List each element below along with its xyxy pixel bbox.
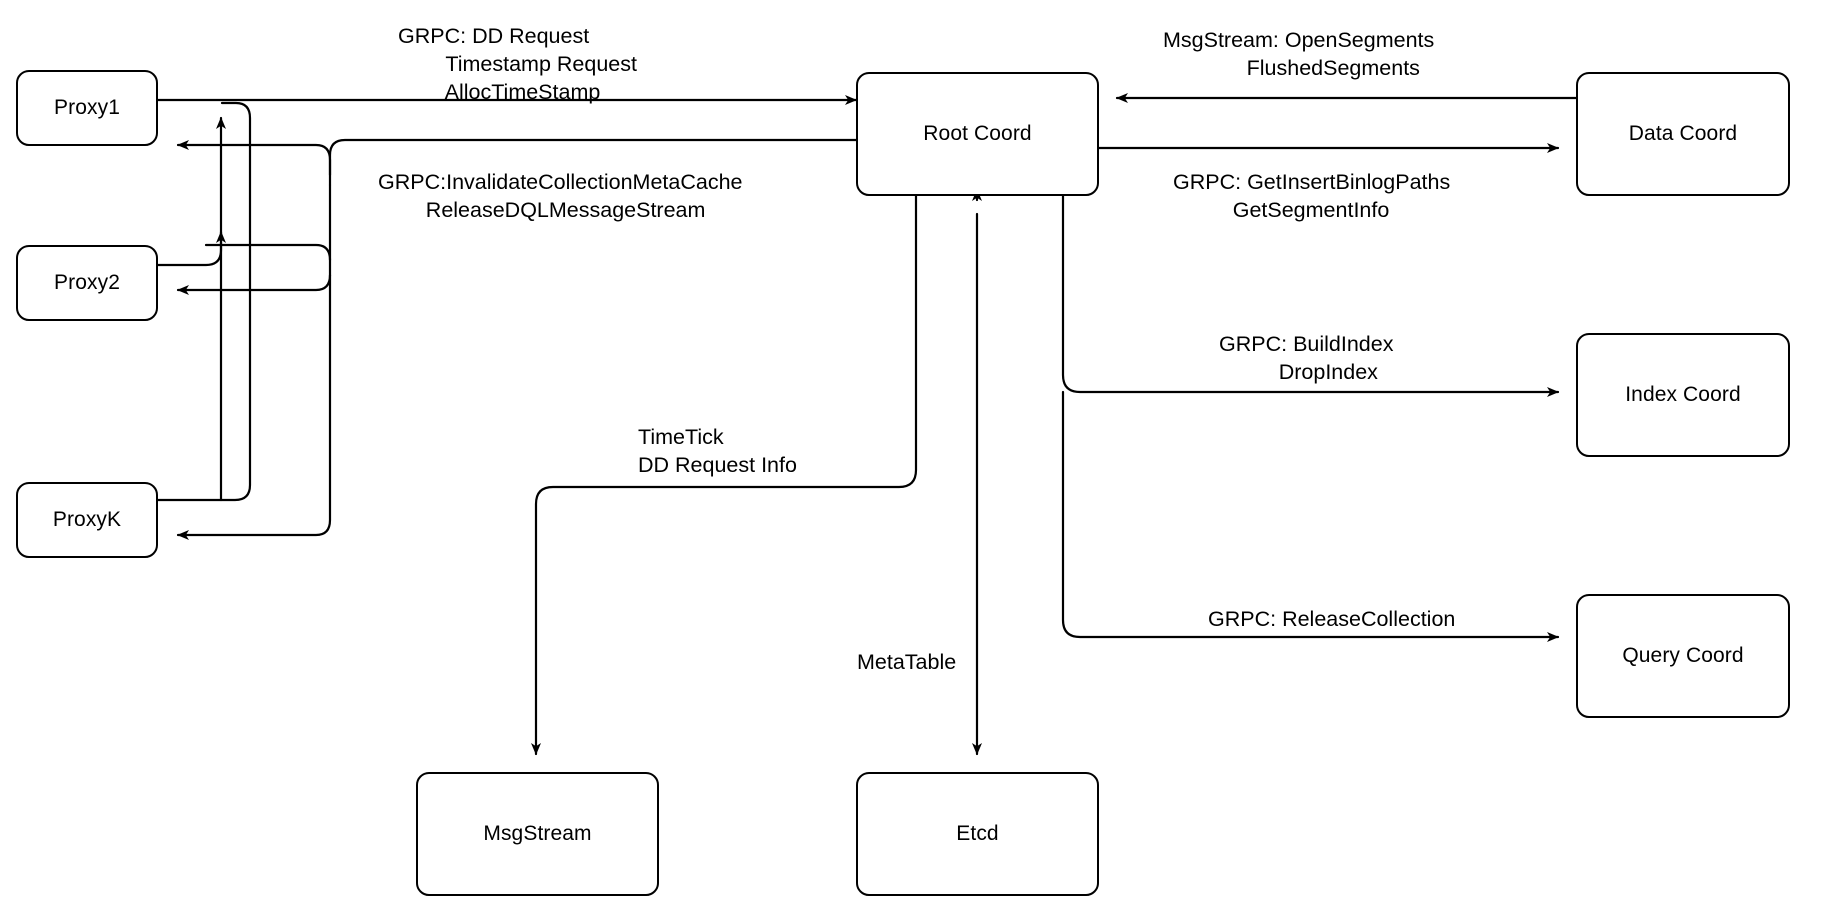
edge-rootcoord-to-proxy2 (176, 273, 332, 295)
edge-label-rootcoord-to-proxy: GRPC:InvalidateCollectionMetaCache Relea… (378, 168, 742, 224)
edge-label-proxy-to-rootcoord: GRPC: DD Request Timestamp Request Alloc… (398, 22, 637, 106)
edge-proxyk-to-bus (156, 101, 252, 502)
edge-label-rootcoord-to-etcd: MetaTable (857, 648, 956, 676)
node-label: Index Coord (1625, 382, 1741, 406)
edge-label-line: GRPC: BuildIndex (1219, 332, 1394, 356)
node-proxyk[interactable]: ProxyK (16, 482, 158, 558)
node-proxy2[interactable]: Proxy2 (16, 245, 158, 321)
node-msgstream[interactable]: MsgStream (416, 772, 659, 896)
node-label: MsgStream (483, 821, 592, 845)
edge-label-line: MsgStream: OpenSegments (1163, 28, 1435, 52)
edge-label-line: GRPC: ReleaseCollection (1208, 607, 1456, 631)
edge-label-line: GRPC: GetInsertBinlogPaths (1173, 170, 1451, 194)
edge-label-line: DropIndex (1219, 360, 1378, 384)
edge-label-line: MetaTable (857, 650, 957, 674)
edge-label-line: Timestamp Request (398, 52, 637, 76)
edge-return-to-proxyk (176, 183, 332, 540)
edge-return-branch-helper (204, 243, 332, 262)
node-query-coord[interactable]: Query Coord (1576, 594, 1790, 718)
node-root-coord[interactable]: Root Coord (856, 72, 1099, 196)
node-label: Proxy2 (54, 270, 120, 294)
edge-label-line: GetSegmentInfo (1173, 198, 1390, 222)
edge-label-line: ReleaseDQLMessageStream (378, 198, 706, 222)
edge-label-rootcoord-to-indexcoord: GRPC: BuildIndex DropIndex (1219, 330, 1393, 386)
edge-label-line: TimeTick (638, 425, 724, 449)
node-label: Query Coord (1622, 643, 1744, 667)
edge-label-rootcoord-to-querycoord: GRPC: ReleaseCollection (1208, 605, 1455, 633)
node-data-coord[interactable]: Data Coord (1576, 72, 1790, 196)
edge-label-line: DD Request Info (638, 453, 797, 477)
edge-rootcoord-to-msgstream (531, 194, 918, 756)
edge-label-line: GRPC:InvalidateCollectionMetaCache (378, 170, 743, 194)
edge-label-line: FlushedSegments (1163, 56, 1420, 80)
node-label: Data Coord (1628, 121, 1738, 145)
edge-rootcoord-to-querycoord (1061, 390, 1560, 642)
node-label: Etcd (956, 821, 999, 845)
node-label: ProxyK (52, 507, 122, 531)
node-proxy1[interactable]: Proxy1 (16, 70, 158, 146)
node-label: Root Coord (923, 121, 1032, 145)
edge-label-rootcoord-to-msgstream: TimeTick DD Request Info (638, 423, 797, 479)
edge-label-rootcoord-to-datacoord: GRPC: GetInsertBinlogPaths GetSegmentInf… (1173, 168, 1450, 224)
edge-proxy2-to-bus (156, 230, 226, 267)
edge-label-datacoord-to-rootcoord: MsgStream: OpenSegments FlushedSegments (1163, 26, 1434, 82)
edge-rootcoord-to-proxy1 (176, 140, 332, 177)
edge-rootcoord-to-indexcoord (1061, 194, 1560, 397)
edge-label-line: AllocTimeStamp (398, 80, 601, 104)
node-etcd[interactable]: Etcd (856, 772, 1099, 896)
node-label: Proxy1 (54, 95, 120, 119)
node-index-coord[interactable]: Index Coord (1576, 333, 1790, 457)
edge-label-line: GRPC: DD Request (398, 24, 590, 48)
